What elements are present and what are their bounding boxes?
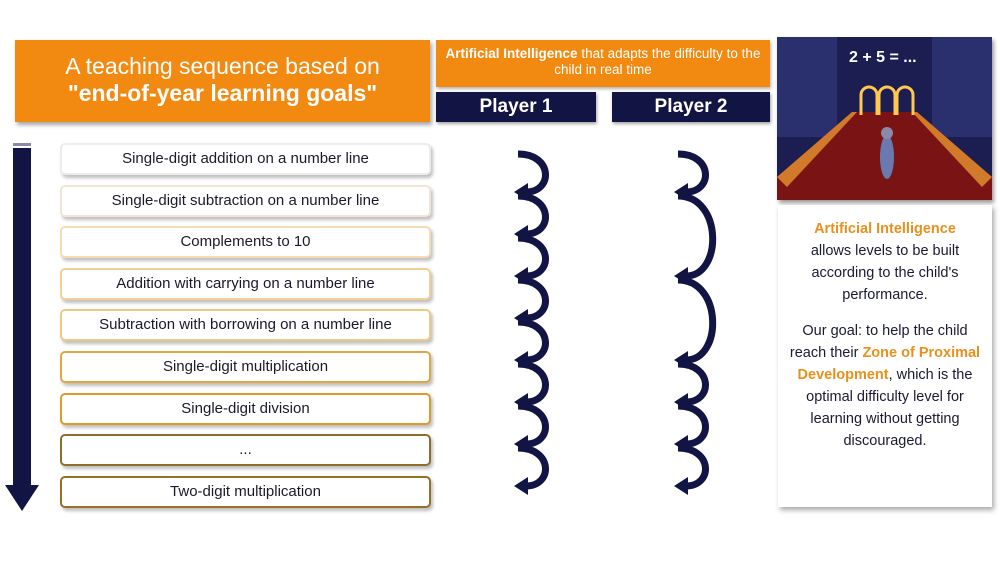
panel-text-3: , which is the optimal difficulty level …: [806, 367, 973, 449]
explanation-panel: Artificial Intelligence allows levels to …: [778, 205, 992, 507]
step-item: Single-digit multiplication: [60, 351, 431, 383]
step-item: Single-digit addition on a number line: [60, 143, 431, 175]
ai-banner: Artificial Intelligence that adapts the …: [436, 40, 770, 87]
jump-arrow-icon: [514, 444, 549, 495]
zpd-highlight: Zone of Proximal Development: [797, 345, 981, 383]
step-item: Subtraction with borrowing on a number l…: [60, 309, 431, 342]
panel-text-1: allows levels to be built according to t…: [810, 243, 960, 303]
step-item: Single-digit division: [60, 392, 431, 425]
jump-arrow-icon: [674, 192, 717, 285]
ai-highlight: Artificial Intelligence: [814, 221, 956, 237]
step-item: Addition with carrying on a number line: [60, 267, 431, 300]
jump-arrows: [514, 150, 717, 495]
jump-arrow-icon: [674, 444, 709, 495]
panel-text-2: Our goal: to help the child reach their: [789, 323, 968, 361]
title-banner: A teaching sequence based on "end-of-yea…: [15, 40, 430, 122]
title-line-1: A teaching sequence based on: [65, 53, 380, 79]
jump-arrow-icon: [674, 276, 717, 369]
step-item: Complements to 10: [60, 226, 431, 259]
player-1-header: Player 1: [436, 92, 596, 122]
progression-arrow-icon: [5, 143, 39, 511]
player-2-header: Player 2: [612, 92, 770, 122]
game-equation: 2 + 5 = ...: [849, 49, 917, 66]
ai-banner-text: that adapts the difficulty to the child …: [554, 46, 761, 77]
title-line-2: "end-of-year learning goals": [67, 80, 378, 106]
game-screenshot: 2 + 5 = ...: [777, 37, 992, 200]
ai-banner-bold: Artificial Intelligence: [445, 46, 578, 61]
step-item: Single-digit subtraction on a number lin…: [60, 184, 431, 217]
step-item: Two-digit multiplication: [60, 475, 431, 508]
step-item: ...: [60, 434, 431, 467]
